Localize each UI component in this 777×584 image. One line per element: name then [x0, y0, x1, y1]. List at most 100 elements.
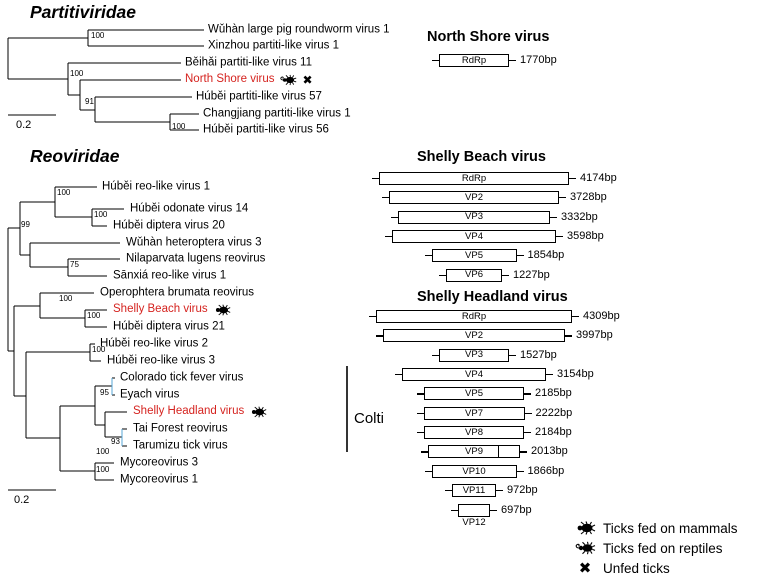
taxon-label: Běihǎi partiti-like virus 11 [185, 56, 312, 69]
taxon-label: Xinzhou partiti-like virus 1 [208, 39, 340, 52]
segment-box: VP5 [424, 387, 524, 401]
taxon-label: Wǔhàn heteroptera virus 3 [126, 236, 262, 249]
segment-label: VP5 [465, 388, 483, 400]
legend-row-unfed: ✖ Unfed ticks [574, 559, 670, 577]
legend-label: Ticks fed on mammals [603, 520, 738, 536]
tick-mammal-icon [574, 521, 596, 535]
segment-bp-label: 3332bp [561, 210, 598, 223]
genome-title-shelly-beach: Shelly Beach virus [417, 149, 546, 165]
reoviridae-branches [7, 186, 127, 491]
segment-box [458, 503, 490, 517]
segment-bp-label: 4309bp [583, 310, 620, 322]
segment-bp-label: 3997bp [576, 329, 613, 342]
segment-box: VP8 [424, 426, 524, 440]
segment-bp-label: 4174bp [580, 172, 617, 184]
taxon-label: Húběi diptera virus 21 [113, 320, 225, 333]
segment-label: VP4 [465, 230, 483, 242]
bootstrap-value: 100 [59, 294, 73, 303]
segment-label: VP8 [465, 426, 483, 438]
bootstrap-value: 99 [21, 220, 30, 229]
taxon-label: Tarumizu tick virus [133, 439, 228, 452]
taxon-text: North Shore virus [185, 73, 275, 86]
bootstrap-value: 100 [57, 188, 71, 197]
segment-bp-label: 2185bp [535, 387, 572, 400]
segment-bp-label: 1866bp [527, 464, 565, 477]
bootstrap-value: 100 [96, 447, 110, 456]
segment-bp-label: 1854bp [527, 249, 565, 262]
unfed-tick-icon: ✖ [302, 73, 313, 87]
genome-segment-row: RdRp 4174bp [324, 172, 624, 188]
tick-reptile-icon [574, 541, 596, 555]
segment-box: RdRp [376, 310, 572, 323]
genome-segment-row: VP4 3154bp [324, 368, 624, 384]
segment-box: VP11 [452, 484, 496, 498]
segment-label: RdRp [461, 172, 487, 184]
segment-box: VP5 [431, 249, 517, 263]
tick-mammal-icon [249, 406, 267, 418]
segment-bp-label: 3598bp [567, 229, 604, 242]
segment-bp-label: 3154bp [557, 368, 594, 381]
taxon-label: Wǔhàn large pig roundworm virus 1 [208, 23, 390, 36]
genome-segment-row: VP5 2185bp [324, 387, 624, 403]
segment-bp-label: 697bp [501, 503, 532, 516]
taxon-label-shelly-headland-virus: Shelly Headland virus [133, 406, 267, 418]
scale-bar-label: 0.2 [14, 494, 30, 506]
genome-title-north-shore: North Shore virus [427, 29, 550, 45]
bootstrap-value: 100 [91, 31, 105, 40]
colti-clade-label: Colti [354, 410, 385, 427]
segment-box: VP4 [402, 368, 546, 382]
segment-box: VP7 [423, 406, 525, 420]
legend-row-reptiles: Ticks fed on reptiles [574, 539, 723, 557]
genome-segment-row: VP10 1866bp [324, 464, 624, 481]
segment-label: VP6 [465, 269, 483, 281]
taxon-label: Húběi odonate virus 14 [130, 202, 249, 215]
genome-segment-row: VP9 2013bp [324, 445, 624, 461]
bootstrap-value: 95 [100, 388, 109, 397]
segment-divider [498, 446, 500, 458]
genome-segment-row: VP6 1227bp [324, 268, 624, 285]
taxon-label: Húběi reo-like virus 2 [100, 337, 209, 350]
genome-title-shelly-headland: Shelly Headland virus [417, 289, 568, 305]
taxon-label: Tai Forest reovirus [133, 422, 228, 435]
taxon-label: Húběi partiti-like virus 56 [203, 123, 329, 136]
segment-label: VP12 [462, 516, 486, 528]
scale-bar-label: 0.2 [16, 119, 32, 131]
segment-bp-label: 2013bp [531, 445, 568, 458]
segment-box: VP9 [428, 445, 520, 459]
bootstrap-value: 91 [85, 97, 94, 106]
genome-segment-row: VP4 3598bp [324, 229, 624, 246]
segment-bp-label: 1527bp [520, 348, 557, 361]
legend-label: Ticks fed on reptiles [603, 540, 723, 556]
segment-label: VP10 [462, 465, 486, 477]
bootstrap-value: 100 [172, 122, 186, 131]
taxon-label: Operophtera brumata reovirus [100, 286, 255, 299]
family-title-partitiviridae: Partitiviridae [30, 2, 137, 22]
taxon-label: Húběi reo-like virus 3 [107, 354, 216, 367]
segment-box: RdRp [379, 172, 569, 185]
segment-box: VP4 [392, 229, 556, 243]
family-title-reoviridae: Reoviridae [30, 146, 120, 166]
segment-label: VP2 [465, 192, 483, 204]
bootstrap-value: 93 [111, 437, 120, 446]
genome-segment-row: VP5 1854bp [324, 249, 624, 265]
bootstrap-value: 100 [70, 69, 84, 78]
bootstrap-value: 100 [96, 465, 110, 474]
segment-label: VP11 [462, 484, 486, 496]
segment-bp-label: 1227bp [513, 268, 550, 281]
tick-mammal-icon [213, 304, 231, 316]
segment-label: VP5 [465, 249, 483, 261]
segment-bp-label: 972bp [507, 484, 538, 497]
segment-label: VP3 [465, 211, 483, 223]
genome-segment-row: VP11 972bp [324, 484, 624, 500]
taxon-label: Mycoreovirus 3 [120, 456, 198, 469]
segment-box: RdRp [439, 54, 509, 67]
taxon-label: Sānxiá reo-like virus 1 [113, 269, 227, 282]
